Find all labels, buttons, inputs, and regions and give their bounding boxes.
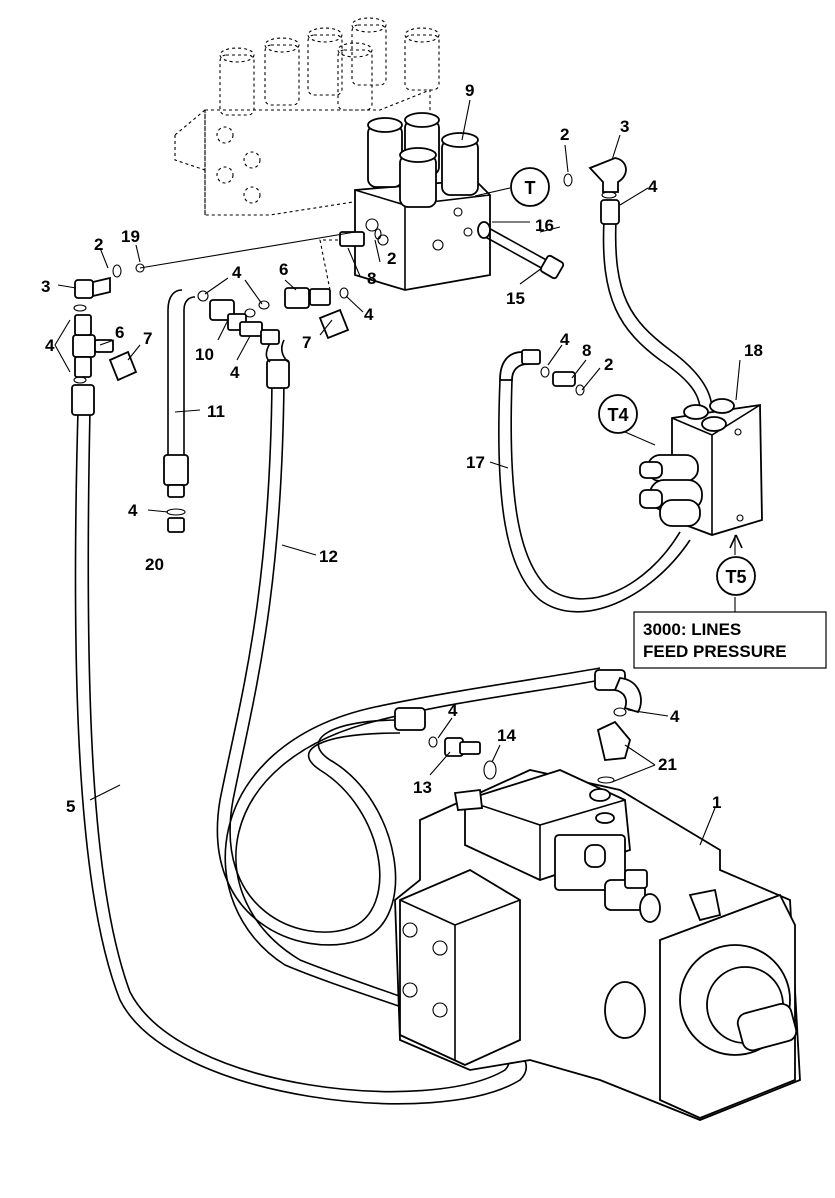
callout-20: 20 [145,555,164,574]
callout-4: 4 [45,336,55,355]
test-point-label: T [525,178,536,198]
hose-11 [163,289,196,533]
test-point-T5: T5 [716,556,756,596]
callout-4: 4 [448,701,458,720]
callout-13: 13 [413,778,432,797]
callout-4: 4 [230,363,240,382]
solenoid-valve-block [354,112,491,291]
callout-8: 8 [582,341,591,360]
hose-12 [216,339,401,946]
test-point-label: T5 [725,567,746,587]
callout-3: 3 [41,277,50,296]
callout-4: 4 [648,177,658,196]
test-point-label: T4 [607,405,628,425]
hose-18-line [588,157,713,411]
o-rings [73,173,617,748]
callout-8: 8 [367,269,376,288]
tee-fitting-mid [209,231,365,345]
callout-labels: 1 2 2 2 2 3 3 4 4 4 4 4 4 4 4 4 5 6 6 7 … [41,81,763,816]
callout-2: 2 [387,249,396,268]
callout-4: 4 [364,305,374,324]
elbow-fitting [613,677,642,714]
callout-14: 14 [497,726,516,745]
hose-17 [498,349,691,613]
callout-12: 12 [319,547,338,566]
callout-1: 1 [712,793,721,812]
callout-7: 7 [143,329,152,348]
arrow-head [729,534,743,549]
leader-lines [54,99,741,846]
callout-4: 4 [232,263,242,282]
callout-10: 10 [195,345,214,364]
callout-4: 4 [670,707,680,726]
hydraulic-pump [394,769,801,1121]
callout-7: 7 [302,333,311,352]
callout-3: 3 [620,117,629,136]
callout-19: 19 [121,227,140,246]
callout-15: 15 [506,289,525,308]
note-line-1: 3000: LINES [643,620,741,639]
callout-6: 6 [279,260,288,279]
callout-4: 4 [560,330,570,349]
callout-11: 11 [207,402,225,421]
callout-2: 2 [560,125,569,144]
test-point-T: T [510,167,550,207]
callout-2: 2 [604,355,613,374]
hose-end-fitting [394,707,426,731]
callout-5: 5 [66,797,75,816]
manifold-block [639,398,763,536]
tee-fitting-left [72,276,138,382]
bolt [477,221,565,280]
callout-18: 18 [744,341,763,360]
callout-2: 2 [94,235,103,254]
callout-9: 9 [465,81,474,100]
test-point-T4: T4 [598,394,638,434]
callout-17: 17 [466,453,485,472]
pump-inlet-fittings [444,707,631,784]
callout-16: 16 [535,216,554,235]
note-box: 3000: LINES FEED PRESSURE [633,611,827,669]
note-line-2: FEED PRESSURE [643,642,787,661]
callout-6: 6 [115,323,124,342]
callout-4: 4 [128,501,138,520]
callout-21: 21 [658,755,677,774]
